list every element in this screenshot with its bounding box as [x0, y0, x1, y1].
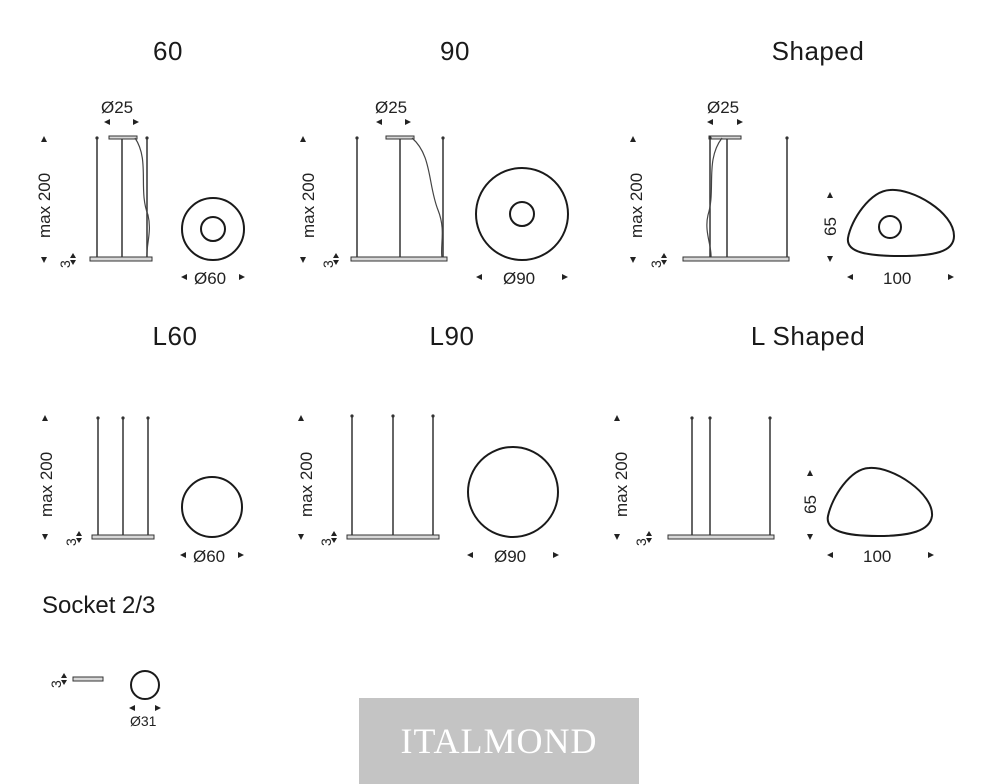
model-title-l-shaped: L Shaped	[750, 321, 866, 351]
model-90-thickness-dimension: 3	[320, 253, 339, 268]
model-l-shaped-thickness-dimension: 3	[633, 531, 652, 546]
model-shaped-width-label: 100	[883, 269, 911, 288]
model-l90-thickness-label: 3	[318, 538, 334, 546]
model-shaped-canopy-dimension: Ø25	[707, 98, 743, 125]
model-90-canopy-dimension: Ø25	[375, 98, 411, 125]
model-90-top-view	[475, 167, 569, 261]
model-l-shaped-side-view	[667, 416, 775, 540]
model-shaped-thickness-dimension: 3	[648, 253, 667, 268]
model-shaped-top-view	[846, 188, 956, 258]
model-60-ring-dimension: Ø60	[181, 269, 245, 288]
model-60-thickness-label: 3	[57, 260, 73, 268]
model-60-thickness-dimension: 3	[57, 253, 76, 268]
model-l-shaped-thickness-label: 3	[633, 538, 649, 546]
model-90-canopy-label: Ø25	[375, 98, 407, 117]
model-60-ring-label: Ø60	[194, 269, 226, 288]
model-90-height-dimension: max 200	[299, 136, 318, 263]
watermark-text: ITALMOND	[400, 721, 598, 761]
model-title-l60: L60	[152, 321, 198, 351]
model-60-side-view	[89, 135, 153, 262]
model-l60-thickness-label: 3	[63, 538, 79, 546]
model-shaped-height-dimension: max 200	[627, 136, 646, 263]
model-title-shaped: Shaped	[771, 36, 865, 66]
watermark: ITALMOND	[359, 698, 639, 784]
model-l-shaped-height-dimension: max 200	[612, 415, 631, 540]
model-60-drawing: max 200 3 Ø25 Ø60	[35, 98, 245, 288]
model-shaped-side-view	[682, 135, 790, 262]
socket-top-view	[130, 670, 160, 700]
socket-title: Socket 2/3	[42, 592, 156, 619]
model-title-90: 90	[440, 36, 470, 66]
model-l-shaped-top-view	[826, 466, 934, 538]
model-l60-ring-dimension: Ø60	[180, 547, 244, 566]
model-60-canopy-dimension: Ø25	[101, 98, 139, 125]
model-90-drawing: max 200 3 Ø25 Ø90	[299, 98, 569, 288]
socket-drawing: 3 Ø31	[48, 670, 161, 729]
model-l60-side-view	[91, 416, 155, 540]
model-title-60: 60	[153, 36, 183, 66]
model-l90-thickness-dimension: 3	[318, 531, 337, 546]
model-shaped-canopy-label: Ø25	[707, 98, 739, 117]
model-l60-drawing: max 200 3 Ø60	[37, 415, 244, 566]
model-60-top-view	[181, 197, 245, 261]
model-l60-ring-label: Ø60	[193, 547, 225, 566]
model-l-shaped-height-label: max 200	[612, 452, 631, 517]
model-shaped-thickness-label: 3	[648, 260, 664, 268]
socket-thickness-dimension: 3	[48, 673, 67, 688]
model-90-height-label: max 200	[299, 173, 318, 238]
socket-thickness-label: 3	[48, 680, 64, 688]
model-l90-top-view	[467, 446, 559, 538]
model-l-shaped-depth-label: 65	[801, 495, 820, 514]
model-shaped-height-label: max 200	[627, 173, 646, 238]
socket-side-view	[72, 676, 104, 682]
model-60-height-dimension: max 200	[35, 136, 54, 263]
model-l90-side-view	[346, 414, 440, 540]
model-l90-ring-dimension: Ø90	[467, 547, 559, 566]
model-l90-height-dimension: max 200	[297, 415, 316, 540]
model-l-shaped-depth-dimension: 65	[801, 470, 820, 540]
model-90-ring-dimension: Ø90	[476, 269, 568, 288]
model-shaped-width-dimension: 100	[847, 269, 954, 288]
model-l90-height-label: max 200	[297, 452, 316, 517]
model-title-l90: L90	[429, 321, 475, 351]
model-l60-height-label: max 200	[37, 452, 56, 517]
model-l-shaped-width-label: 100	[863, 547, 891, 566]
model-l90-ring-label: Ø90	[494, 547, 526, 566]
model-l90-drawing: max 200 3 Ø90	[297, 414, 559, 566]
model-90-side-view	[350, 135, 448, 262]
model-shaped-drawing: max 200 3 Ø25 65 100	[627, 98, 956, 288]
model-l60-top-view	[181, 476, 243, 538]
model-60-canopy-label: Ø25	[101, 98, 133, 117]
model-l60-thickness-dimension: 3	[63, 531, 82, 546]
model-l-shaped-drawing: max 200 3 65 100	[612, 415, 934, 566]
socket-diameter-dimension: Ø31	[129, 705, 161, 729]
model-l60-height-dimension: max 200	[37, 415, 56, 540]
model-90-ring-label: Ø90	[503, 269, 535, 288]
model-l-shaped-width-dimension: 100	[827, 547, 934, 566]
model-shaped-depth-label: 65	[821, 217, 840, 236]
model-90-thickness-label: 3	[320, 260, 336, 268]
model-shaped-depth-dimension: 65	[821, 192, 840, 262]
socket-diameter-label: Ø31	[130, 713, 157, 729]
model-60-height-label: max 200	[35, 173, 54, 238]
